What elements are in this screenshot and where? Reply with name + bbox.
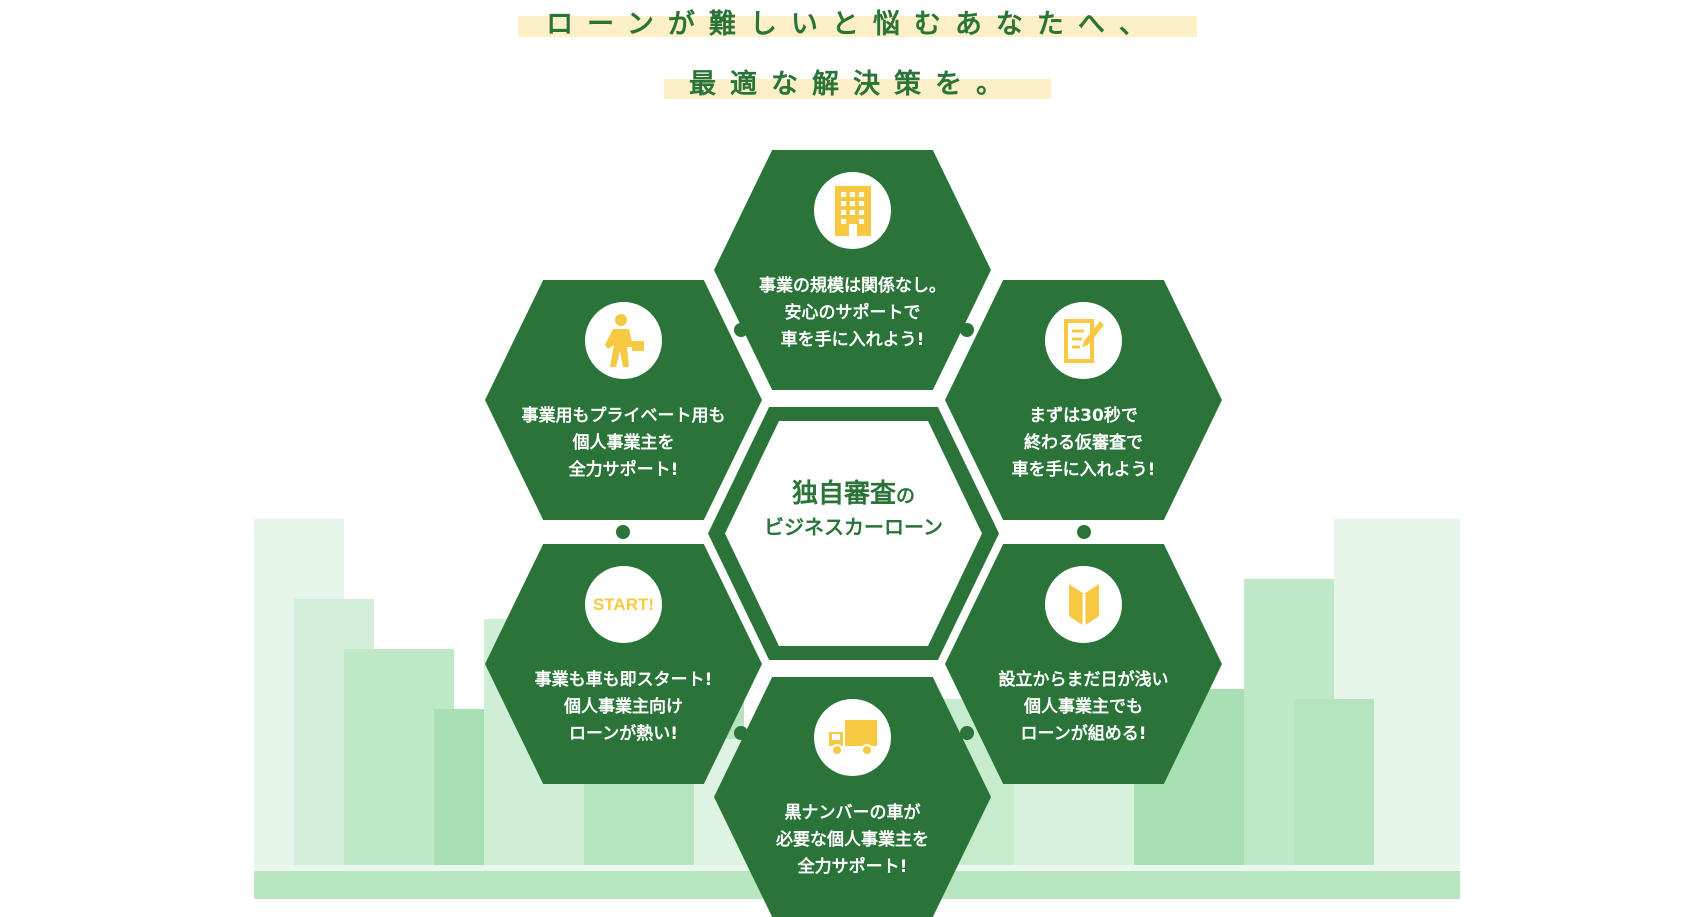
headline-line-2: 最適な解決策を。 bbox=[689, 69, 1017, 100]
title-highlight-1 bbox=[518, 16, 1197, 37]
feature-text: ローンが熱い! bbox=[569, 724, 678, 744]
feature-hex-new-business: 設立からまだ日が浅い個人事業主でもローンが組める! bbox=[945, 544, 1222, 784]
feature-text: 個人事業主でも bbox=[1024, 697, 1143, 717]
headline-line-1: ローンが難しいと悩むあなたへ、 bbox=[546, 9, 1160, 40]
feature-hex-private-use: 事業用もプライベート用も個人事業主を全力サポート! bbox=[485, 280, 762, 520]
feature-text: 事業の規模は関係なし。 bbox=[759, 276, 946, 296]
feature-text: 個人事業主向け bbox=[564, 697, 683, 717]
feature-text: 車を手に入れよう! bbox=[780, 330, 925, 350]
beginner-mark-icon bbox=[1045, 566, 1122, 643]
businessman-icon bbox=[585, 302, 662, 379]
connector bbox=[960, 726, 974, 740]
feature-text: 全力サポート! bbox=[568, 460, 679, 480]
connector bbox=[616, 525, 630, 539]
feature-text: 黒ナンバーの車が bbox=[784, 803, 921, 823]
feature-hex-black-plate: 黒ナンバーの車が必要な個人事業主を全力サポート! bbox=[714, 677, 991, 917]
start-icon: START! bbox=[585, 566, 662, 643]
center-title-particle: の bbox=[896, 485, 916, 507]
feature-text: まずは30秒で bbox=[1029, 406, 1138, 426]
feature-text: 事業も車も即スタート! bbox=[534, 670, 713, 690]
start-icon-text: START! bbox=[592, 594, 655, 614]
feature-text: 全力サポート! bbox=[797, 857, 908, 877]
connector bbox=[1077, 525, 1091, 539]
feature-text: 事業用もプライベート用も bbox=[521, 406, 726, 426]
feature-hex-business-size: 事業の規模は関係なし。安心のサポートで車を手に入れよう! bbox=[714, 150, 991, 390]
building-icon bbox=[814, 172, 891, 249]
feature-hex-quick-start: START! 事業も車も即スタート! 個人事業主向けローンが熱い! bbox=[485, 544, 762, 784]
feature-text: 車を手に入れよう! bbox=[1011, 460, 1156, 480]
feature-text: 必要な個人事業主を bbox=[776, 830, 929, 850]
truck-icon bbox=[814, 699, 891, 776]
feature-text: 安心のサポートで bbox=[784, 303, 921, 323]
feature-text: ローンが組める! bbox=[1020, 724, 1147, 744]
title-highlight-2 bbox=[664, 79, 1051, 99]
center-subtitle: ビジネスカーローン bbox=[764, 515, 943, 539]
center-hexagon: 独自審査の ビジネスカーローン bbox=[708, 407, 999, 660]
center-title: 独自審査の bbox=[725, 473, 982, 510]
feature-text: 個人事業主を bbox=[572, 433, 675, 453]
feature-text: 終わる仮審査で bbox=[1024, 433, 1143, 453]
feature-text: 設立からまだ日が浅い bbox=[998, 670, 1169, 690]
center-title-main: 独自審査 bbox=[791, 479, 896, 509]
document-pen-icon bbox=[1045, 302, 1122, 379]
feature-hex-quick-screening: まずは30秒で終わる仮審査で車を手に入れよう! bbox=[945, 280, 1222, 520]
